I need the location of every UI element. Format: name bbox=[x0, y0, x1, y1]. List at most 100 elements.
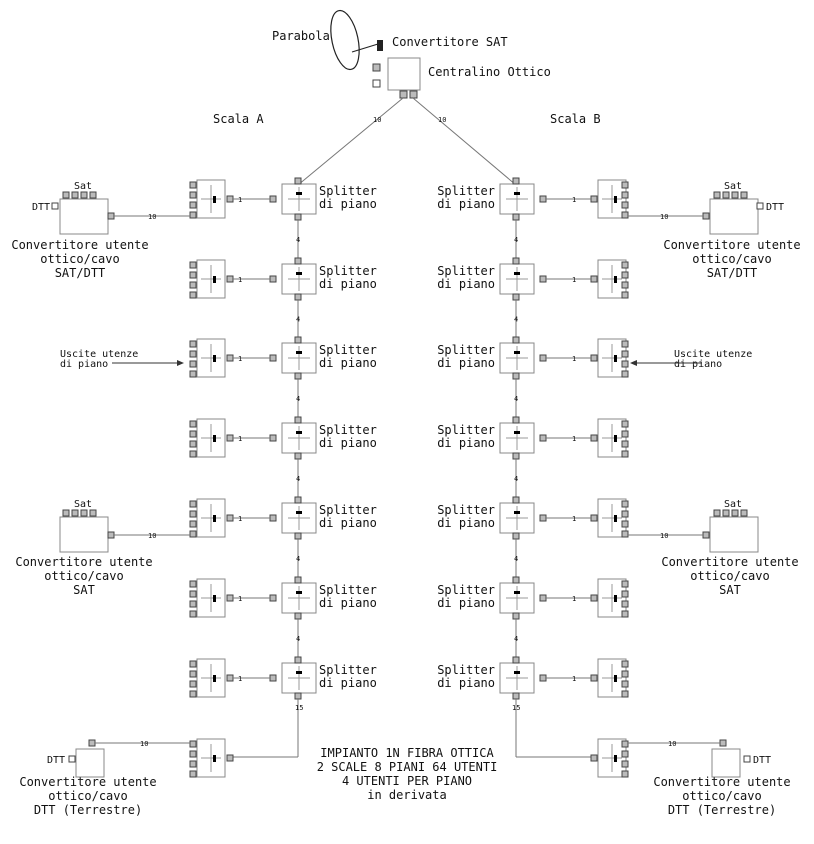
converter-subtitle: ottico/cavo bbox=[44, 569, 123, 583]
splitter-out-port bbox=[512, 452, 520, 460]
splitter-label-line1: Splitter bbox=[437, 264, 495, 278]
outlet-in-port bbox=[590, 195, 598, 203]
converter-fiber-port bbox=[88, 739, 96, 747]
splitter-label-line1: Splitter bbox=[437, 583, 495, 597]
dish-arm bbox=[351, 43, 379, 53]
splitter-core bbox=[296, 431, 302, 434]
splitter-out-port bbox=[512, 293, 520, 301]
user-output-port bbox=[621, 271, 629, 279]
converter-sat-tag: Sat bbox=[74, 181, 92, 192]
splitter-label-line2: di piano bbox=[319, 676, 377, 690]
riser-count: 4 bbox=[296, 555, 300, 563]
user-link-count: 1 bbox=[238, 196, 242, 204]
outlet-core bbox=[614, 435, 617, 442]
user-link-count: 1 bbox=[572, 515, 576, 523]
user-link-count: 1 bbox=[572, 355, 576, 363]
converter-dtt-tag: DTT bbox=[766, 202, 784, 213]
central-label: Centralino Ottico bbox=[428, 65, 551, 79]
outlet-core bbox=[614, 355, 617, 362]
converter-subtitle: ottico/cavo bbox=[40, 252, 119, 266]
splitter-label-line2: di piano bbox=[437, 277, 495, 291]
converter-right-dtt: DTT 10 Convertitore utente ottico/cavo D… bbox=[628, 739, 791, 817]
user-output-port bbox=[621, 660, 629, 668]
user-output-port bbox=[621, 440, 629, 448]
outlet-in-port bbox=[590, 674, 598, 682]
converter-kind: SAT/DTT bbox=[55, 266, 106, 280]
outlet-core bbox=[614, 276, 617, 283]
outlet-in-port bbox=[226, 195, 234, 203]
riser-count: 4 bbox=[514, 635, 518, 643]
converter-subtitle: ottico/cavo bbox=[692, 252, 771, 266]
scala-a-title: Scala A bbox=[213, 112, 264, 126]
user-output-port bbox=[621, 340, 629, 348]
user-output-port bbox=[621, 370, 629, 378]
outlet-in-port bbox=[226, 275, 234, 283]
feed-wire-b bbox=[412, 97, 517, 186]
splitter-label-line2: di piano bbox=[437, 516, 495, 530]
splitter-out-port bbox=[512, 372, 520, 380]
splitter-core bbox=[296, 671, 302, 674]
splitter-side-port bbox=[269, 594, 277, 602]
user-output-port bbox=[189, 271, 197, 279]
dish-label: Parabola bbox=[272, 29, 330, 43]
riser-count: 4 bbox=[296, 395, 300, 403]
user-output-port bbox=[621, 740, 629, 748]
user-output-port bbox=[621, 750, 629, 758]
splitter-in-port bbox=[512, 257, 520, 265]
outlet-in-port bbox=[590, 514, 598, 522]
splitter-label-line1: Splitter bbox=[437, 184, 495, 198]
central-input-port bbox=[372, 63, 381, 72]
outlet-core bbox=[614, 515, 617, 522]
splitter-core bbox=[514, 671, 520, 674]
splitter-out-port bbox=[512, 532, 520, 540]
splitter-core bbox=[514, 272, 520, 275]
user-output-port bbox=[621, 760, 629, 768]
converter-right-sat: Sat 10 Convertitore utente ottico/cavo S… bbox=[628, 499, 799, 597]
riser-count: 4 bbox=[296, 316, 300, 324]
converter-wire-count: 10 bbox=[148, 532, 156, 540]
converter-sat-port bbox=[731, 509, 739, 517]
splitter-label-line1: Splitter bbox=[319, 184, 377, 198]
splitter-label-line2: di piano bbox=[437, 676, 495, 690]
user-output-port bbox=[189, 281, 197, 289]
caption-line1: IMPIANTO 1N FIBRA OTTICA bbox=[320, 746, 494, 760]
converter-dtt-port bbox=[51, 202, 59, 210]
user-output-port bbox=[189, 580, 197, 588]
splitter-label-line2: di piano bbox=[319, 516, 377, 530]
outlet-in-port bbox=[590, 594, 598, 602]
user-link-count: 1 bbox=[238, 675, 242, 683]
splitter-side-port bbox=[269, 514, 277, 522]
user-output-port bbox=[189, 660, 197, 668]
user-output-port bbox=[189, 440, 197, 448]
converter-dtt-tag: DTT bbox=[753, 755, 771, 766]
bottom-count-a: 15 bbox=[295, 704, 303, 712]
user-output-port bbox=[621, 191, 629, 199]
converter-fiber-port bbox=[702, 212, 710, 220]
outlet-in-port bbox=[590, 754, 598, 762]
outputs-note-line1: Uscite utenze bbox=[674, 349, 752, 360]
riser-count: 4 bbox=[514, 475, 518, 483]
converter-sat-port bbox=[80, 509, 88, 517]
splitter-core bbox=[296, 511, 302, 514]
riser-count: 4 bbox=[514, 236, 518, 244]
outlet-core bbox=[614, 595, 617, 602]
converter-box bbox=[711, 748, 741, 778]
splitter-out-port bbox=[294, 692, 302, 700]
converter-kind: SAT bbox=[719, 583, 741, 597]
user-link-count: 1 bbox=[238, 435, 242, 443]
converter-subtitle: ottico/cavo bbox=[682, 789, 761, 803]
outlet-in-port bbox=[590, 354, 598, 362]
splitter-out-port bbox=[512, 692, 520, 700]
splitter-core bbox=[514, 511, 520, 514]
user-output-port bbox=[189, 420, 197, 428]
converter-kind: SAT bbox=[73, 583, 95, 597]
converter-subtitle: ottico/cavo bbox=[48, 789, 127, 803]
converter-dtt-tag: DTT bbox=[47, 755, 65, 766]
user-output-port bbox=[621, 670, 629, 678]
converter-sat-port bbox=[740, 509, 748, 517]
splitter-side-port bbox=[539, 514, 547, 522]
